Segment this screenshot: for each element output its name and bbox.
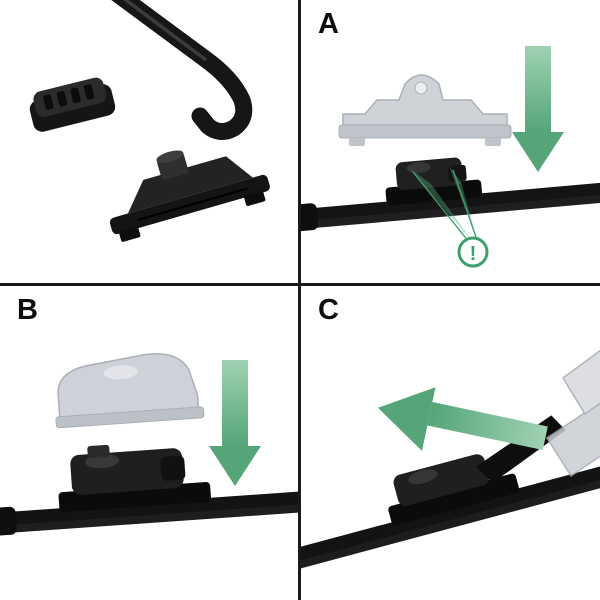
panel-step-a: A bbox=[301, 0, 600, 283]
vertical-divider bbox=[298, 0, 301, 600]
warning-icon bbox=[457, 236, 489, 268]
wiper-arm-illustration bbox=[111, 0, 253, 140]
parts-overview-illustration bbox=[29, 0, 270, 242]
step-a-illustration: ! bbox=[301, 46, 600, 268]
adapter-block-illustration bbox=[29, 77, 116, 132]
ghost-adapter-illustration bbox=[338, 74, 512, 146]
arrow-down-icon bbox=[209, 360, 261, 486]
horizontal-divider bbox=[0, 283, 600, 286]
panel-step-b: B bbox=[0, 286, 298, 600]
ghost-cap-illustration bbox=[55, 353, 205, 429]
panel-a-label: A bbox=[318, 8, 340, 40]
step-b-illustration bbox=[0, 353, 298, 537]
warning-callout: ! bbox=[409, 166, 489, 268]
arrow-left-icon bbox=[377, 387, 548, 451]
ghost-arm-illustration bbox=[545, 349, 600, 478]
warning-symbol: ! bbox=[470, 243, 477, 265]
panel-c-label: C bbox=[318, 294, 340, 326]
step-c-illustration bbox=[301, 349, 600, 578]
panel-b-label: B bbox=[17, 294, 39, 326]
blade-connector-illustration bbox=[109, 150, 270, 242]
panel-step-c: C bbox=[301, 286, 600, 600]
wiper-blade-illustration bbox=[0, 444, 298, 537]
panel-parts bbox=[0, 0, 298, 283]
arrow-down-icon bbox=[512, 46, 564, 172]
